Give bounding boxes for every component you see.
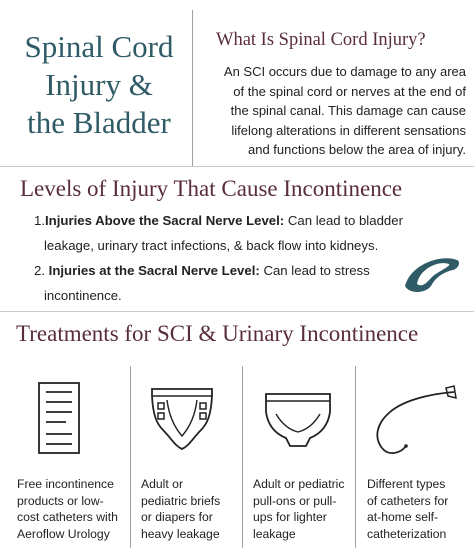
what-line-4: lifelong alterations in different sensat… (231, 122, 466, 138)
list-text: Can lead to stress (259, 263, 370, 278)
caption-line: pediatric briefs (141, 493, 221, 508)
caption-line: or diapers for (141, 510, 213, 524)
what-line-2: of the spinal cord or nerves at the end … (233, 83, 466, 99)
caption-line: Adult or (141, 477, 184, 491)
column-divider (130, 366, 131, 548)
what-line-5: and functions below the area of injury. (247, 142, 466, 157)
list-item: 2. Injuries at the Sacral Nerve Level: C… (34, 258, 434, 283)
caption-line: Adult or pediatric (253, 477, 345, 491)
caption-line: pull-ons or pull- (253, 493, 337, 508)
caption-line: products or low- (17, 493, 104, 508)
caption-line: heavy leakage (141, 526, 220, 541)
caption-line: cost catheters with (17, 510, 118, 524)
list-bold-label: Injuries Above the Sacral Nerve Level: (45, 213, 285, 228)
list-bold-label: Injuries at the Sacral Nerve Level: (48, 263, 260, 278)
list-continuation: incontinence. (44, 288, 122, 303)
what-line-1: An SCI occurs due to damage to any area (223, 64, 466, 79)
caption-line: of catheters for (367, 493, 449, 508)
what-line-3: the spinal canal. This damage can cause (230, 103, 466, 118)
aeroflow-swoosh-icon (405, 258, 460, 292)
list-number: 2. (34, 263, 49, 278)
caption-line: at-home self- (367, 510, 439, 524)
column-divider (242, 366, 243, 548)
what-is-sci-text: An SCI occurs due to damage to any area … (202, 62, 466, 160)
list-text: Can lead to bladder (284, 213, 403, 228)
title-line-3: the Bladder (27, 105, 171, 140)
catheter-icon (376, 385, 457, 454)
caption-line: leakage (253, 526, 296, 541)
pull-up-underwear-icon (265, 393, 331, 447)
column-divider (355, 366, 356, 548)
section-divider (0, 311, 474, 312)
caption-line: Free incontinence (17, 477, 114, 491)
page-title: Spinal Cord Injury & the Bladder (14, 28, 184, 142)
treatment-caption-3: Adult or pediatric pull-ons or pull- ups… (253, 476, 355, 542)
list-number: 1. (34, 213, 45, 228)
list-item: 1.Injuries Above the Sacral Nerve Level:… (34, 208, 434, 233)
treatment-caption-4: Different types of catheters for at-home… (367, 476, 472, 542)
levels-list: 1.Injuries Above the Sacral Nerve Level:… (34, 208, 434, 308)
treatment-caption-1: Free incontinence products or low- cost … (17, 476, 127, 542)
caption-line: Aeroflow Urology (17, 526, 110, 541)
caption-line: catheterization (367, 526, 447, 541)
treatment-caption-2: Adult or pediatric briefs or diapers for… (141, 476, 241, 542)
caption-line: ups for lighter (253, 510, 327, 524)
title-line-2: Injury & (45, 67, 153, 102)
caption-line: Different types (367, 477, 446, 491)
adult-brief-icon (151, 388, 213, 450)
treatments-heading: Treatments for SCI & Urinary Incontinenc… (16, 321, 419, 346)
section-divider (0, 166, 474, 167)
what-is-sci-heading: What Is Spinal Cord Injury? (216, 30, 426, 50)
document-list-icon (38, 382, 80, 454)
vertical-divider (192, 10, 193, 166)
list-continuation: leakage, urinary tract infections, & bac… (44, 238, 379, 253)
levels-heading: Levels of Injury That Cause Incontinence (20, 176, 403, 201)
title-line-1: Spinal Cord (24, 29, 174, 64)
